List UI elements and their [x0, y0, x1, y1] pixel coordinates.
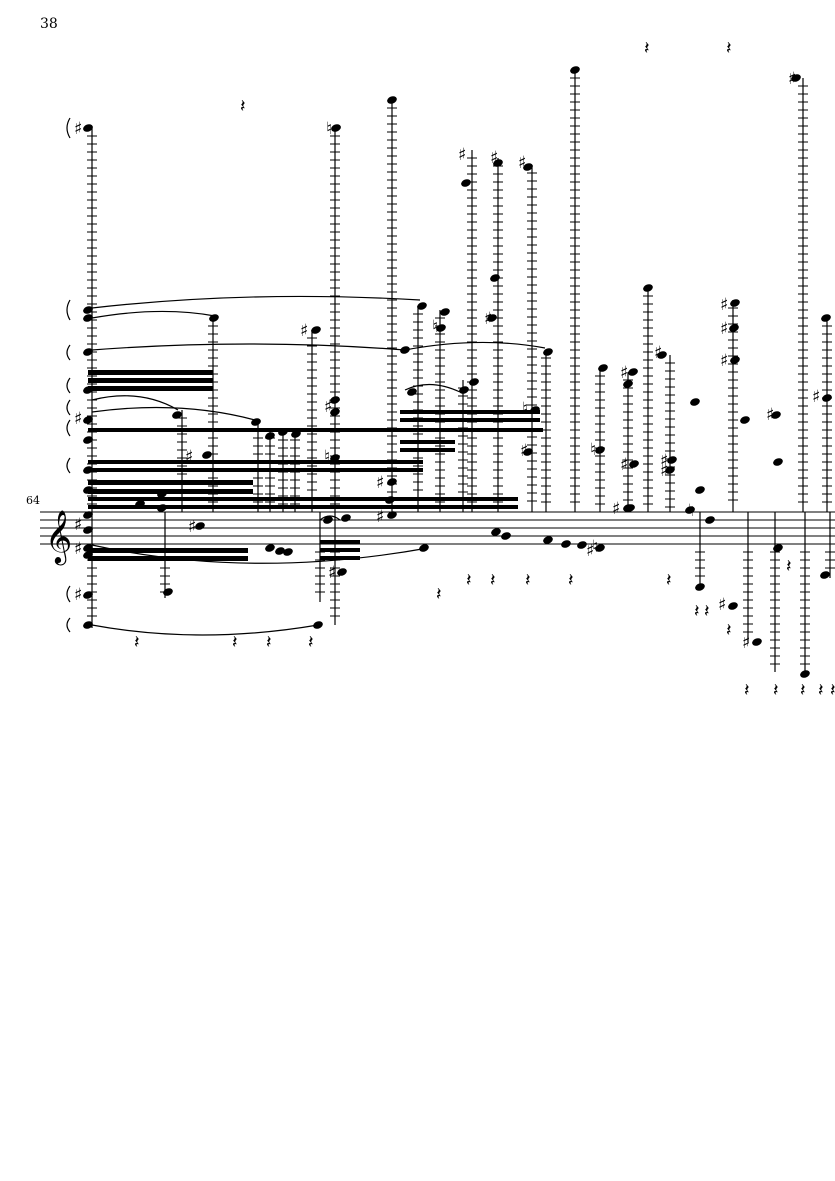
svg-text:𝄽: 𝄽: [818, 680, 824, 701]
svg-text:𝄽: 𝄽: [134, 632, 140, 653]
svg-text:𝄽: 𝄽: [644, 38, 650, 59]
svg-text:𝄽: 𝄽: [800, 680, 806, 701]
svg-text:♯: ♯: [718, 595, 726, 615]
svg-text:♯: ♯: [654, 343, 662, 363]
staff: [40, 511, 835, 545]
note-heads: [83, 66, 832, 678]
svg-text:♯: ♯: [720, 319, 728, 339]
svg-text:♯: ♯: [490, 148, 498, 168]
svg-text:𝄽: 𝄽: [773, 680, 779, 701]
svg-text:𝄽: 𝄽: [490, 570, 496, 591]
slurs: [91, 295, 546, 636]
svg-text:𝄽: 𝄽: [568, 570, 574, 591]
svg-text:𝄽: 𝄽: [704, 601, 710, 622]
page-number: 38: [40, 16, 58, 32]
svg-text:♯: ♯: [185, 447, 193, 467]
svg-text:𝄽: 𝄽: [726, 620, 732, 641]
svg-text:♯: ♯: [324, 397, 332, 417]
svg-text:♯: ♯: [376, 507, 384, 527]
svg-text:♯: ♯: [612, 499, 620, 519]
chord-brackets: [66, 117, 71, 633]
svg-text:♯: ♯: [74, 585, 82, 605]
svg-text:𝄽: 𝄽: [666, 570, 672, 591]
svg-text:𝄽: 𝄽: [266, 632, 272, 653]
svg-text:𝄽: 𝄽: [786, 556, 792, 577]
svg-text:♯: ♯: [74, 409, 82, 429]
svg-text:𝄽: 𝄽: [830, 680, 835, 701]
svg-text:♯: ♯: [586, 541, 594, 561]
svg-text:♯: ♯: [520, 441, 528, 461]
svg-text:𝄽: 𝄽: [240, 96, 246, 117]
measure-number: 64: [26, 494, 40, 507]
svg-text:♯: ♯: [742, 633, 750, 653]
svg-text:♯: ♯: [376, 473, 384, 493]
svg-text:𝄽: 𝄽: [232, 632, 238, 653]
svg-text:♯: ♯: [458, 145, 466, 165]
beams: [88, 370, 543, 561]
svg-text:♯: ♯: [74, 539, 82, 559]
svg-text:♯: ♯: [766, 405, 774, 425]
svg-text:♯: ♯: [74, 119, 82, 139]
svg-text:♮: ♮: [522, 399, 528, 419]
svg-text:♮: ♮: [324, 447, 330, 467]
svg-text:𝄽: 𝄽: [308, 632, 314, 653]
svg-text:𝄽: 𝄽: [525, 570, 531, 591]
svg-text:♮: ♮: [590, 440, 596, 460]
svg-text:𝄽: 𝄽: [694, 601, 700, 622]
svg-text:♯: ♯: [660, 451, 668, 471]
svg-text:𝄽: 𝄽: [726, 38, 732, 59]
svg-text:♯: ♯: [74, 515, 82, 535]
svg-text:♯: ♯: [788, 69, 796, 89]
svg-text:♯: ♯: [518, 153, 526, 173]
accidentals: ♯♮♯♯♯♯♯♮♯♯♯♯♯♯♯♯♯♯♯♮♮♯♮♯♯♯♯♯♯♮♯♯♯♮♯♯♯♯♯: [74, 69, 820, 653]
svg-text:𝄽: 𝄽: [466, 570, 472, 591]
svg-text:♯: ♯: [300, 321, 308, 341]
svg-text:♮: ♮: [432, 317, 438, 337]
svg-text:𝄽: 𝄽: [744, 680, 750, 701]
svg-text:♮: ♮: [326, 119, 332, 139]
svg-text:♯: ♯: [620, 363, 628, 383]
svg-text:♯: ♯: [484, 309, 492, 329]
svg-text:♯: ♯: [328, 563, 336, 583]
svg-text:♯: ♯: [720, 351, 728, 371]
svg-text:♯: ♯: [812, 387, 820, 407]
rests: 𝄽𝄽𝄽𝄽𝄽𝄽𝄽𝄽𝄽𝄽𝄽𝄽𝄽𝄽𝄽𝄽𝄽𝄽𝄽𝄽𝄽𝄽: [134, 38, 835, 701]
svg-text:♮: ♮: [688, 501, 694, 521]
svg-text:𝄽: 𝄽: [436, 584, 442, 605]
svg-text:♯: ♯: [620, 455, 628, 475]
svg-text:♯: ♯: [188, 517, 196, 537]
svg-text:♯: ♯: [720, 295, 728, 315]
svg-text:♮: ♮: [592, 537, 598, 557]
treble-clef-icon: 𝄞: [45, 509, 72, 565]
svg-text:♯: ♯: [660, 461, 668, 481]
